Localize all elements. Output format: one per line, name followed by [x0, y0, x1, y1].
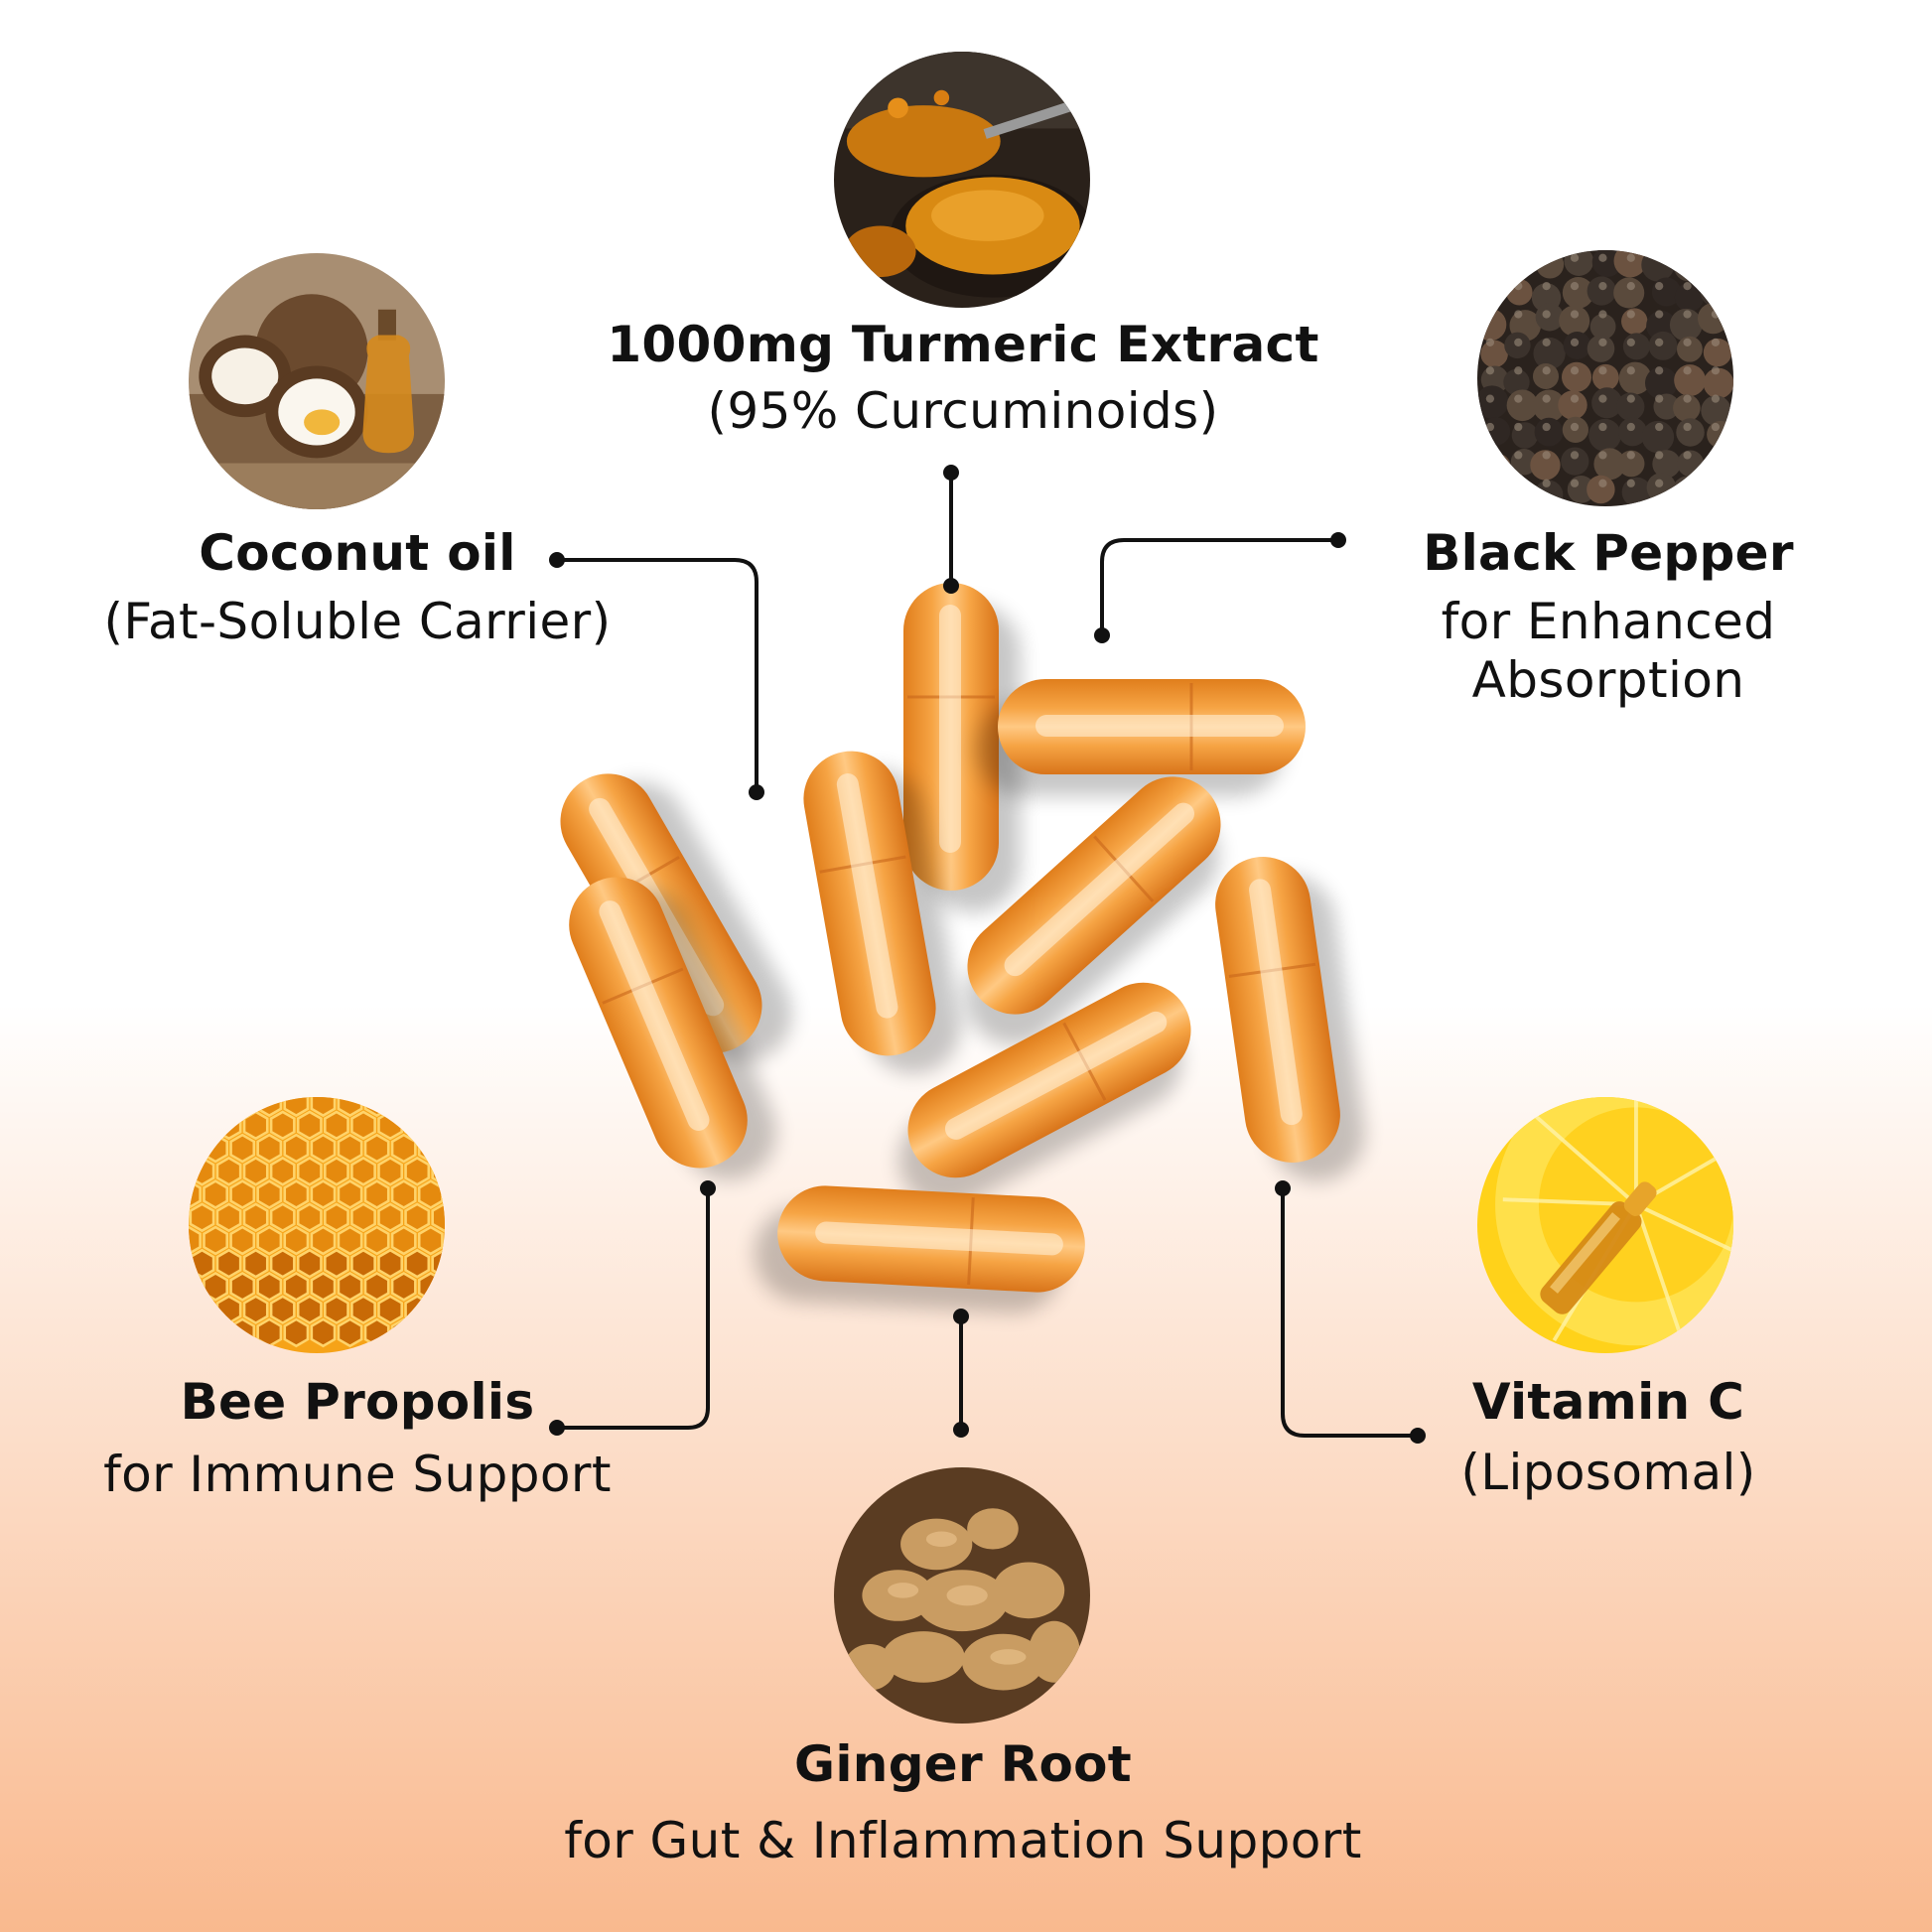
vitamin-c-title: Vitamin C — [1471, 1373, 1745, 1431]
coconut-title: Coconut oil — [199, 524, 516, 582]
connector-dot — [1275, 1180, 1291, 1196]
connector-dot — [1094, 627, 1110, 643]
connector-dot — [549, 552, 565, 568]
connector-dot — [953, 1309, 969, 1324]
capsule — [976, 679, 1306, 796]
propolis-subtitle: for Immune Support — [103, 1446, 612, 1503]
capsule — [1215, 857, 1365, 1181]
connector-dot — [1410, 1428, 1426, 1444]
ginger-label: Ginger Root for Gut & Inflammation Suppo… — [467, 1735, 1459, 1870]
propolis-title: Bee Propolis — [180, 1373, 535, 1431]
coconut-subtitle: (Fat-Soluble Carrier) — [103, 593, 612, 650]
ginger-title: Ginger Root — [794, 1735, 1132, 1793]
pepper-subtitle-line1: for Enhanced — [1441, 593, 1776, 650]
turmeric-title: 1000mg Turmeric Extract — [607, 316, 1319, 373]
connector-vitamin-c — [1281, 1188, 1418, 1438]
connector-dot — [549, 1420, 565, 1436]
connector-pepper — [1100, 538, 1338, 635]
connector-dot — [700, 1180, 716, 1196]
capsule — [965, 776, 1221, 1045]
connector-propolis — [557, 1188, 710, 1430]
capsule — [903, 583, 1021, 912]
pepper-label: Black Pepper for Enhanced Absorption — [1350, 524, 1866, 710]
pepper-title: Black Pepper — [1423, 524, 1794, 582]
capsule — [898, 982, 1191, 1207]
connector-dot — [749, 784, 764, 800]
connector-dot — [1330, 532, 1346, 548]
connector-dot — [943, 465, 959, 481]
propolis-label: Bee Propolis for Immune Support — [60, 1373, 655, 1504]
lemon-ampoule-photo — [1477, 1097, 1733, 1353]
ginger-subtitle: for Gut & Inflammation Support — [564, 1812, 1362, 1869]
capsule — [803, 751, 962, 1074]
turmeric-label: 1000mg Turmeric Extract (95% Curcuminoid… — [556, 316, 1370, 441]
ginger-root-photo — [834, 1467, 1090, 1724]
pepper-subtitle-line2: Absorption — [1471, 651, 1745, 709]
vitamin-c-label: Vitamin C (Liposomal) — [1410, 1373, 1807, 1502]
coconut-label: Coconut oil (Fat-Soluble Carrier) — [40, 524, 675, 651]
capsule — [569, 877, 776, 1180]
connector-dot — [953, 1422, 969, 1438]
capsule — [755, 1185, 1085, 1313]
vitamin-c-subtitle: (Liposomal) — [1460, 1444, 1756, 1501]
connector-coconut — [557, 558, 759, 792]
connector-dot — [943, 578, 959, 594]
turmeric-subtitle: (95% Curcuminoids) — [707, 382, 1219, 440]
